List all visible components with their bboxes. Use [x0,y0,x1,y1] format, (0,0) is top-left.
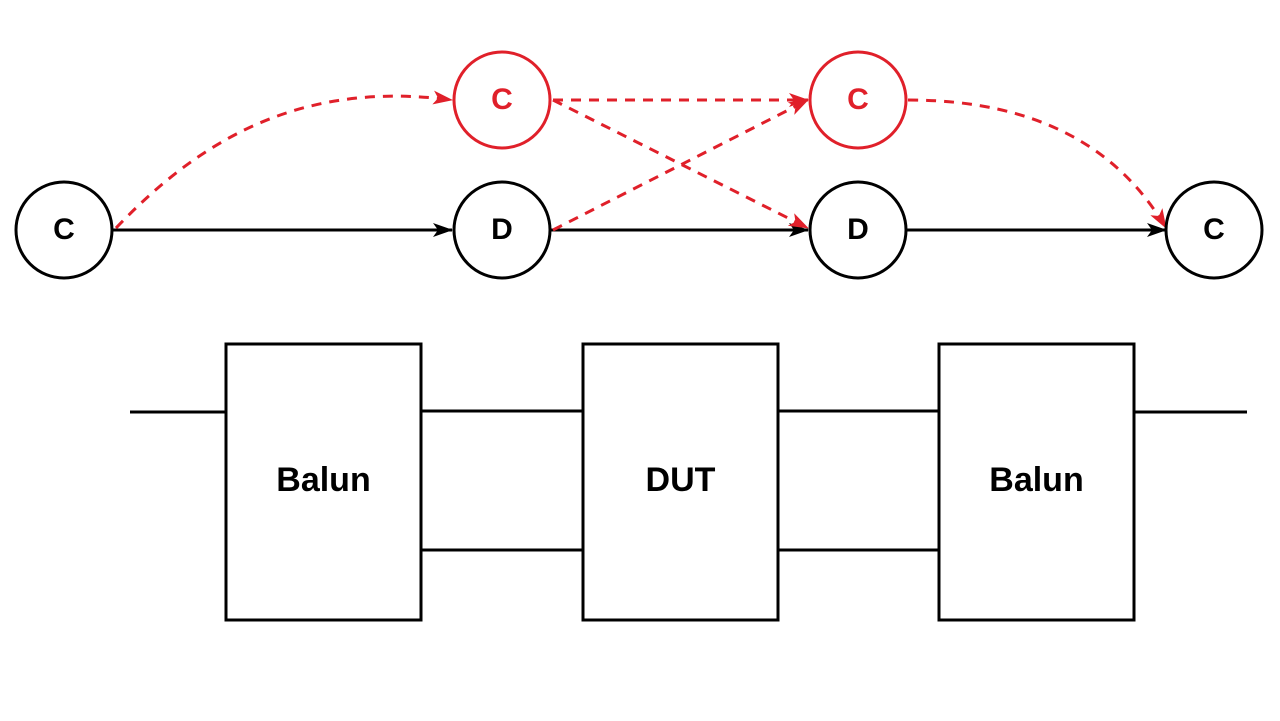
node-n4-label: C [1203,213,1225,246]
node-n1-label: C [53,213,75,246]
block-b3-label: Balun [989,461,1083,499]
node-a2-label: C [847,83,869,116]
edge-n2-a2 [552,98,809,232]
block-b2: DUT [581,342,780,622]
node-n4: C [1164,180,1264,280]
edge-n1-a1 [114,90,453,230]
node-a1-label: C [491,83,513,116]
node-n3-label: D [847,213,869,246]
node-a2: C [808,50,908,150]
block-b1-label: Balun [276,461,370,499]
node-n2: D [452,180,552,280]
flow-diagram: C D D C C C [14,50,1264,280]
node-n3: D [808,180,908,280]
block-b1: Balun [224,342,423,622]
node-n1: C [14,180,114,280]
edge-a1-n3 [552,98,809,230]
block-b3: Balun [937,342,1136,622]
block-b2-label: DUT [646,461,716,499]
block-diagram: Balun DUT Balun [130,342,1247,622]
edge-a2-n4 [907,98,1168,229]
node-n2-label: D [491,213,513,246]
node-a1: C [452,50,552,150]
